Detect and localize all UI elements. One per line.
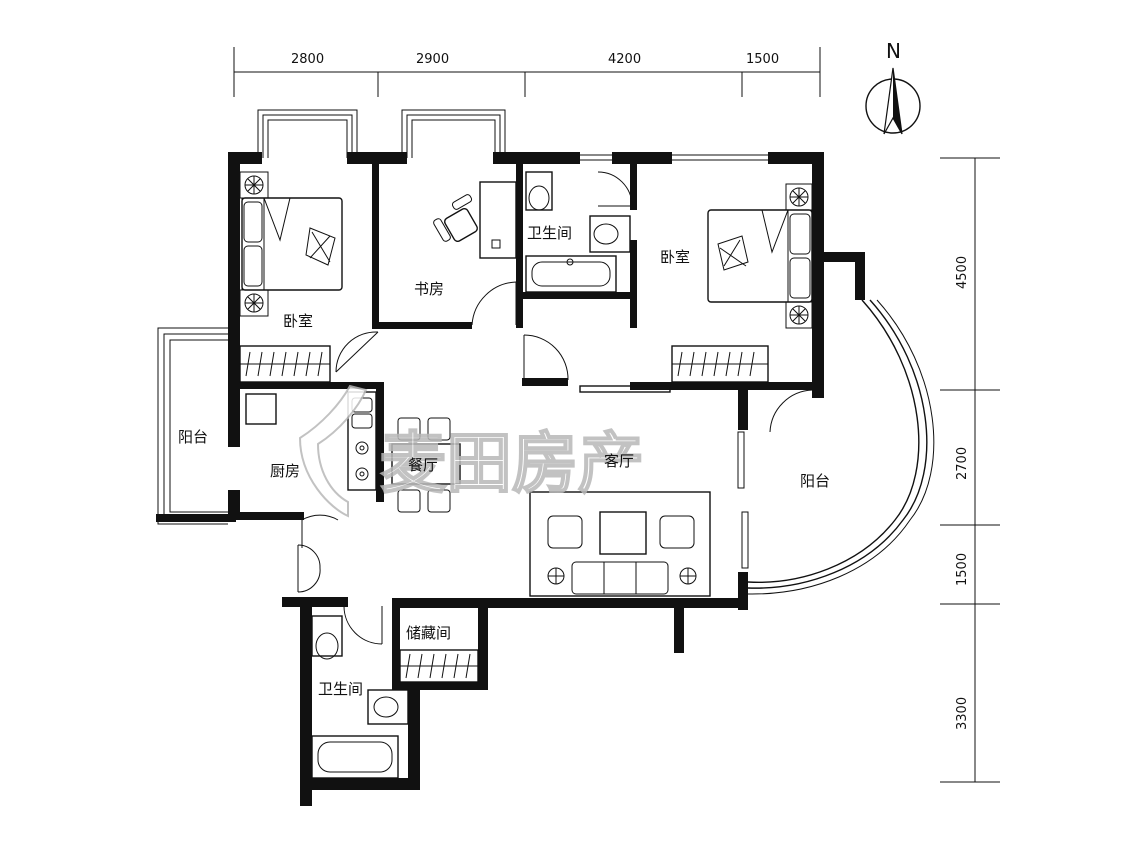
bathtub-south-icon <box>311 735 399 779</box>
label-balcony-east: 阳台 <box>800 472 830 490</box>
dim-right-1: 4500 <box>955 256 970 289</box>
watermark: 麦田房产 <box>298 384 645 518</box>
label-bathroom-north: 卫生间 <box>527 224 572 242</box>
right-dimension-line: 4500 2700 1500 3300 <box>940 157 1000 783</box>
walls <box>228 152 865 806</box>
label-bedroom-west: 卧室 <box>283 312 313 330</box>
label-dining: 餐厅 <box>408 456 438 474</box>
window-north-bedroom <box>672 154 768 161</box>
bed-east-icon <box>707 209 813 303</box>
balcony-east-rail <box>747 299 935 595</box>
wardrobe-east-icon <box>671 345 769 383</box>
label-living: 客厅 <box>604 452 634 470</box>
dim-right-2: 2700 <box>955 447 970 480</box>
dim-top-3: 4200 <box>608 52 641 67</box>
dim-right-3: 1500 <box>955 553 970 586</box>
compass-label: N <box>886 39 901 63</box>
label-balcony-west: 阳台 <box>178 428 208 446</box>
doors <box>297 171 813 645</box>
bathtub-north-icon <box>525 255 617 293</box>
label-storage: 储藏间 <box>406 624 451 642</box>
label-bathroom-south: 卫生间 <box>318 680 363 698</box>
nightstand-lamp-east-icon <box>785 183 813 329</box>
window-north-bath <box>580 154 612 161</box>
office-chair-icon <box>433 194 478 242</box>
label-study: 书房 <box>414 280 444 298</box>
bay-window-study <box>401 109 506 158</box>
basin-south-icon <box>367 689 409 725</box>
fridge-icon <box>245 393 277 425</box>
dim-top-2: 2900 <box>416 52 449 67</box>
bay-window-west <box>257 109 358 158</box>
bed-west-icon <box>241 197 343 291</box>
sofa-set-icon <box>529 491 711 597</box>
desk-icon <box>479 181 517 259</box>
storage-shelf-icon <box>399 649 479 683</box>
toilet-south-icon <box>311 615 343 660</box>
balcony-west-rail <box>156 327 236 525</box>
label-bedroom-east: 卧室 <box>660 248 690 266</box>
dim-right-4: 3300 <box>955 697 970 730</box>
north-arrow-icon: N <box>865 39 921 135</box>
nightstand-lamp-icon <box>239 171 269 317</box>
leaf-logo <box>298 384 368 518</box>
watermark-text: 麦田房产 <box>380 425 644 502</box>
wardrobe-west-icon <box>239 345 331 383</box>
room-labels: 卧室 书房 卫生间 卧室 阳台 厨房 餐厅 客厅 阳台 储藏间 卫生间 <box>178 224 830 698</box>
top-dimension-line: 2800 2900 4200 1500 <box>233 47 821 97</box>
dim-top-4: 1500 <box>746 52 779 67</box>
basin-north-icon <box>589 215 631 253</box>
toilet-north-icon <box>525 171 553 211</box>
tv-icon <box>579 385 671 393</box>
dim-top-1: 2800 <box>291 52 324 67</box>
dining-table-icon <box>391 417 461 513</box>
label-kitchen: 厨房 <box>270 462 300 480</box>
